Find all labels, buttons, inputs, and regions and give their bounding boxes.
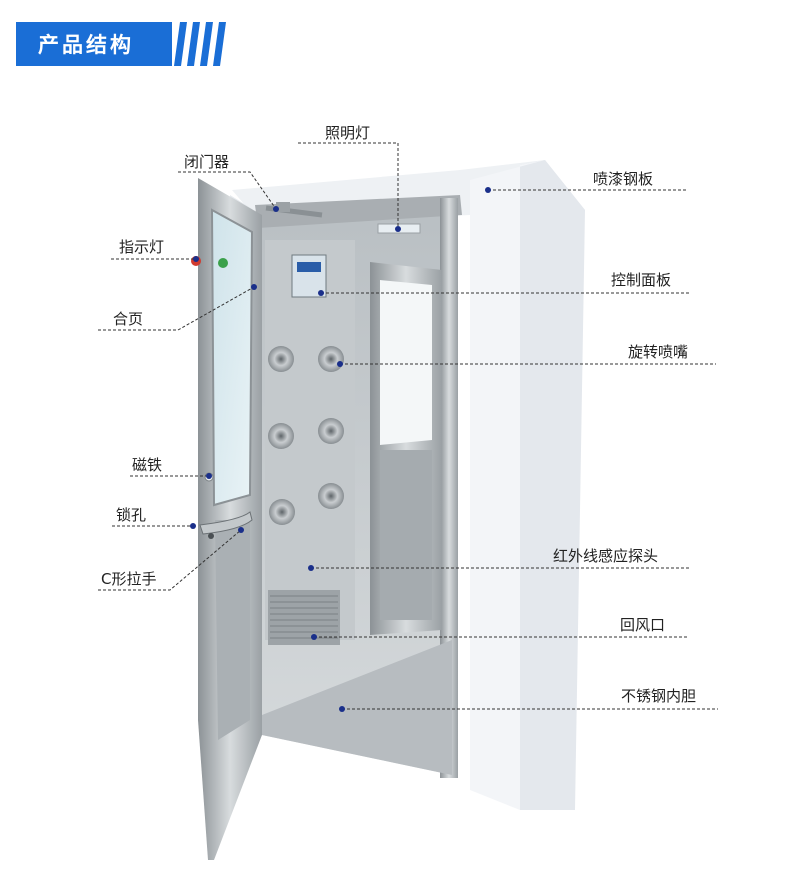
- front-door-lower: [215, 520, 250, 740]
- label-door-closer: 闭门器: [184, 153, 230, 171]
- door-frame-top: [255, 195, 462, 228]
- lock-hole: [208, 533, 214, 539]
- section-header: 产品结构: [16, 22, 172, 66]
- section-title: 产品结构: [38, 33, 134, 57]
- leader-lines: [98, 142, 718, 710]
- label-magnet: 磁铁: [132, 456, 163, 474]
- label-c-handle: C形拉手: [101, 570, 157, 588]
- label-control-panel: 控制面板: [611, 271, 672, 289]
- label-ir-sensor: 红外线感应探头: [553, 547, 659, 565]
- indicator-green: [218, 258, 228, 268]
- label-hinge: 合页: [113, 310, 144, 328]
- door-closer-body: [276, 202, 290, 212]
- label-liner: 不锈钢内胆: [621, 687, 697, 705]
- label-paint-panel: 喷漆钢板: [593, 170, 654, 188]
- chamber-floor: [262, 640, 452, 775]
- header-stripes: [174, 22, 226, 66]
- leader-dots: [190, 187, 491, 712]
- return-vent-grille: [268, 590, 340, 645]
- cabinet-front-right: [470, 160, 545, 810]
- inner-door-lower: [380, 450, 432, 620]
- label-return-vent: 回风口: [620, 616, 666, 634]
- door-frame-right: [440, 198, 458, 778]
- label-lock-hole: 锁孔: [116, 506, 147, 524]
- control-display: [297, 262, 321, 272]
- cabinet-side-panel: [520, 160, 585, 810]
- label-nozzle: 旋转喷嘴: [628, 343, 689, 361]
- c-handle: [199, 511, 253, 535]
- inner-door-window: [380, 280, 432, 445]
- front-door-window: [210, 208, 254, 507]
- label-indicator: 指示灯: [119, 238, 165, 256]
- label-lighting: 照明灯: [325, 124, 371, 142]
